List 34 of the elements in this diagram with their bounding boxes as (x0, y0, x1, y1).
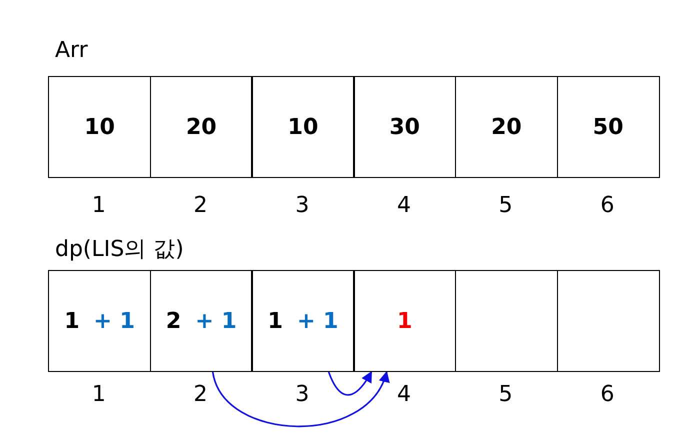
index-label: 4 (396, 382, 411, 407)
increment-text: + 1 (94, 308, 135, 334)
array-title: dp(LIS의 값) (55, 236, 184, 264)
empty-cell (454, 270, 558, 372)
array-cell: 30 (353, 76, 456, 178)
array-cell: 20 (150, 76, 253, 178)
index-label: 1 (92, 193, 106, 218)
index-label: 2 (194, 193, 208, 218)
index-label: 4 (396, 193, 411, 218)
array-title: Arr (55, 38, 88, 63)
array-cell: 10 (251, 76, 355, 178)
index-label: 5 (498, 193, 513, 218)
array-cell: 20 (454, 76, 558, 178)
curved-arrow (212, 370, 388, 428)
index-label: 6 (600, 193, 614, 218)
array-cell: 50 (556, 76, 660, 178)
index-label: 2 (194, 382, 208, 407)
array-cell (48, 270, 152, 372)
index-label: 5 (498, 382, 513, 407)
index-label: 3 (295, 382, 310, 407)
array-cell: 10 (48, 76, 152, 178)
index-label: 6 (600, 382, 614, 407)
index-label: 1 (92, 382, 106, 407)
array-cell (251, 270, 355, 372)
array-cell: 1 (353, 270, 456, 372)
cell-value: 1 (64, 308, 80, 334)
array-cell (150, 270, 253, 372)
curved-arrow (328, 371, 372, 396)
index-label: 3 (295, 193, 310, 218)
cell-value: 1 (268, 308, 283, 334)
increment-text: + 1 (296, 308, 338, 334)
increment-text: + 1 (195, 308, 237, 334)
empty-cell (556, 270, 660, 372)
cell-value: 2 (166, 308, 182, 334)
